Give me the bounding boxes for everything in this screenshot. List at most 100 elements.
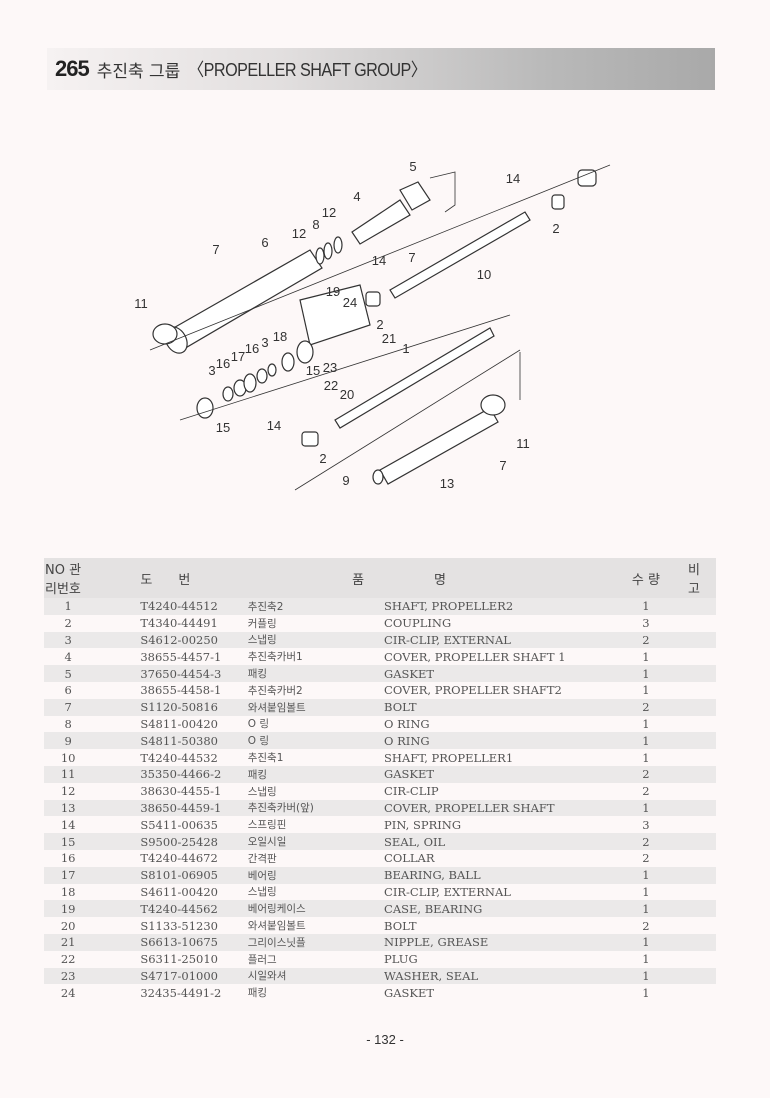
- cover-propeller-shaft-2: [169, 249, 323, 351]
- header-no: NO 관리번호: [44, 558, 93, 598]
- cell-name-english: CIR-CLIP, EXTERNAL: [384, 884, 511, 899]
- header-remarks: 비 고: [674, 558, 716, 598]
- cell-name-korean: 추진축1: [247, 752, 284, 765]
- page-number: - 132 -: [366, 1032, 404, 1047]
- callout-6: 6: [261, 235, 268, 250]
- cell-qty: 2: [642, 918, 650, 933]
- cell-part-number: T4240-44512: [92, 598, 248, 615]
- cell-name-korean: 베어링케이스: [247, 900, 385, 918]
- callout-19: 19: [326, 284, 340, 299]
- cell-name-english: O RING: [384, 732, 618, 750]
- cell-part-number: T4340-44491: [140, 616, 218, 631]
- diagram-parts: [152, 169, 597, 485]
- callout-18: 18: [273, 329, 287, 344]
- cell-no: 10: [60, 750, 76, 765]
- cell-name-english: COVER, PROPELLER SHAFT: [384, 799, 618, 817]
- cell-no: 2: [64, 616, 72, 631]
- cell-part-number: 38655-4458-1: [140, 683, 222, 698]
- cell-remarks: [674, 951, 716, 968]
- cell-name-korean: 추진축카버(앞): [247, 799, 385, 817]
- cell-no: 23: [44, 967, 93, 985]
- callout-2: 2: [376, 317, 383, 332]
- cell-no: 18: [60, 884, 76, 899]
- cell-name-english: COUPLING: [384, 616, 452, 631]
- cell-name-english: PIN, SPRING: [384, 817, 462, 832]
- cell-part-number: 32435-4491-2: [140, 985, 222, 1000]
- cell-part-number: S8101-06905: [92, 866, 248, 884]
- cell-name-korean: 베어링: [247, 866, 385, 884]
- cell-part-number: S6613-10675: [92, 933, 248, 951]
- cell-no: 13: [44, 799, 93, 817]
- callout-2: 2: [552, 221, 559, 236]
- cell-part-number: S4717-01000: [92, 967, 248, 985]
- cell-remarks: [674, 933, 716, 951]
- cell-qty: 1: [617, 933, 675, 951]
- cell-qty: 1: [642, 985, 650, 1000]
- cell-part-number: S4811-50380: [92, 732, 248, 750]
- callout-14: 14: [267, 418, 281, 433]
- cell-name-english: BOLT: [384, 918, 417, 933]
- cell-qty: 1: [642, 884, 650, 899]
- callout-10: 10: [477, 267, 491, 282]
- cell-part-number: S6311-25010: [140, 952, 218, 967]
- callout-21: 21: [382, 331, 396, 346]
- coupling: [551, 194, 565, 210]
- cell-no: 22: [60, 952, 76, 967]
- cell-qty: 2: [642, 851, 650, 866]
- cell-remarks: [674, 884, 716, 901]
- cell-remarks: [674, 615, 716, 632]
- cell-name-korean: O 링: [247, 732, 385, 750]
- callout-24: 24: [343, 295, 357, 310]
- cell-remarks: [674, 833, 716, 850]
- cell-qty: 3: [642, 817, 650, 832]
- cell-remarks: [674, 967, 716, 985]
- cell-part-number: S4612-00250: [92, 631, 248, 649]
- cell-name-korean: 간격판: [247, 852, 277, 865]
- cell-qty: 1: [617, 900, 675, 918]
- cover-propeller-shaft: [379, 407, 499, 485]
- cell-name-korean: 패킹: [247, 765, 385, 783]
- cell-remarks: [674, 631, 716, 649]
- cell-no: 24: [60, 985, 76, 1000]
- cell-name-korean: 와셔붙임볼트: [247, 920, 306, 933]
- cell-name-english: COVER, PROPELLER SHAFT 1: [384, 649, 566, 664]
- cell-part-number: 38650-4459-1: [92, 799, 248, 817]
- cell-remarks: [674, 648, 716, 665]
- callout-12: 12: [292, 226, 306, 241]
- cell-no: 16: [60, 851, 76, 866]
- cell-name-english: GASKET: [384, 665, 618, 682]
- cell-name-korean: 커플링: [247, 617, 277, 630]
- cell-qty: 1: [617, 598, 675, 615]
- cell-name-korean: 스냅링: [247, 785, 277, 798]
- cell-name-korean: 와셔붙임볼트: [247, 698, 385, 716]
- cell-no: 17: [44, 866, 93, 884]
- cell-qty: 1: [617, 799, 675, 817]
- cell-qty: 1: [617, 866, 675, 884]
- cell-remarks: [674, 749, 716, 766]
- callout-20: 20: [340, 387, 354, 402]
- cell-qty: 2: [617, 833, 675, 850]
- cell-no: 21: [44, 933, 93, 951]
- cell-no: 9: [44, 732, 93, 750]
- cell-qty: 1: [617, 665, 675, 682]
- cell-name-korean: 스냅링: [247, 631, 385, 649]
- callout-14: 14: [506, 171, 520, 186]
- cover-propeller-shaft-1: [351, 199, 411, 245]
- callout-15: 15: [306, 363, 320, 378]
- cell-name-korean: 추진축카버2: [247, 684, 303, 697]
- callout-7: 7: [212, 242, 219, 257]
- cell-part-number: T4240-44562: [92, 900, 248, 918]
